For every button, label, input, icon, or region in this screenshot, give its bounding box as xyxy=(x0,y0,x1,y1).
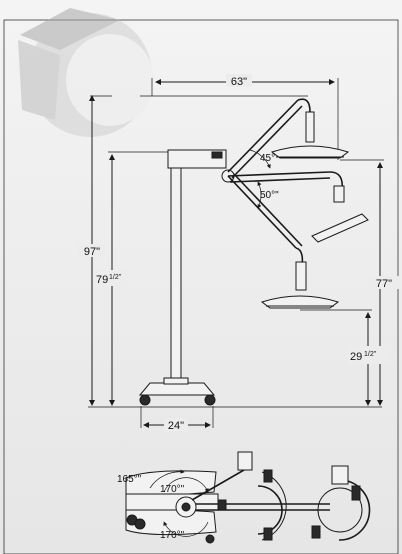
label-63: 63" xyxy=(231,76,247,88)
wheel-watermark-icon xyxy=(18,8,154,137)
caster-right xyxy=(204,394,216,406)
plan-arc-170-bottom xyxy=(163,521,209,537)
plan-base-center xyxy=(125,493,219,511)
plan-arc-right xyxy=(338,479,371,541)
plan-hub-center xyxy=(181,502,191,512)
label-bg-29 xyxy=(348,346,390,364)
label-50: 50°" xyxy=(260,190,279,201)
label-170-bottom: 170°" xyxy=(160,530,185,541)
stand-base xyxy=(138,382,216,396)
arm-lower-edge xyxy=(233,173,303,247)
plan-view: 165°" 170°" 170°" xyxy=(117,451,371,544)
arm-lower xyxy=(227,175,297,249)
plan-circle-right xyxy=(317,487,363,533)
arc-45 xyxy=(249,149,271,169)
arc-50 xyxy=(257,181,262,209)
label-bg-24 xyxy=(164,418,188,431)
plan-yoke-right xyxy=(331,465,349,485)
plan-marker-l2 xyxy=(263,527,273,541)
label-45: 45° xyxy=(260,153,275,164)
label-24: 24" xyxy=(168,420,184,432)
label-165: 165°" xyxy=(117,474,142,485)
label-bg-79 xyxy=(94,270,130,286)
label-bg-97 xyxy=(78,244,106,257)
label-79-frac: 1/2" xyxy=(109,274,122,281)
plan-arc-170-top xyxy=(163,477,209,493)
arm-upper xyxy=(227,99,299,173)
label-bg-63 xyxy=(226,74,252,87)
pole-head-detail xyxy=(211,151,223,159)
light-head-top xyxy=(270,145,350,159)
plan-arc-165 xyxy=(149,469,185,489)
label-79-whole: 79 xyxy=(96,274,108,286)
plan-marker-l1 xyxy=(263,469,273,483)
arm-upper-edge xyxy=(231,105,303,179)
label-29-frac: 1/2" xyxy=(364,351,377,358)
yoke-top xyxy=(305,111,315,143)
label-170-top: 170°" xyxy=(160,484,185,495)
base-collar xyxy=(163,377,189,385)
yoke-middle xyxy=(333,185,345,203)
arm-middle xyxy=(227,171,331,177)
label-77: 77" xyxy=(376,278,392,290)
plan-marker-r1 xyxy=(351,485,361,501)
plan-marker-c xyxy=(217,499,227,511)
label-bg-77 xyxy=(370,276,400,289)
plan-arm-2 xyxy=(191,469,245,501)
light-head-middle xyxy=(311,213,369,243)
stand-pole xyxy=(170,165,182,381)
yoke-bottom xyxy=(295,261,307,291)
caster-left xyxy=(139,394,151,406)
label-29-whole: 29 xyxy=(350,351,362,363)
plan-caster-2 xyxy=(134,518,146,530)
plan-marker-r2 xyxy=(311,525,321,539)
arm-middle-edge xyxy=(229,177,331,183)
plan-caster-3 xyxy=(205,534,215,544)
label-97: 97" xyxy=(84,246,100,258)
plan-yoke-2 xyxy=(237,451,253,471)
